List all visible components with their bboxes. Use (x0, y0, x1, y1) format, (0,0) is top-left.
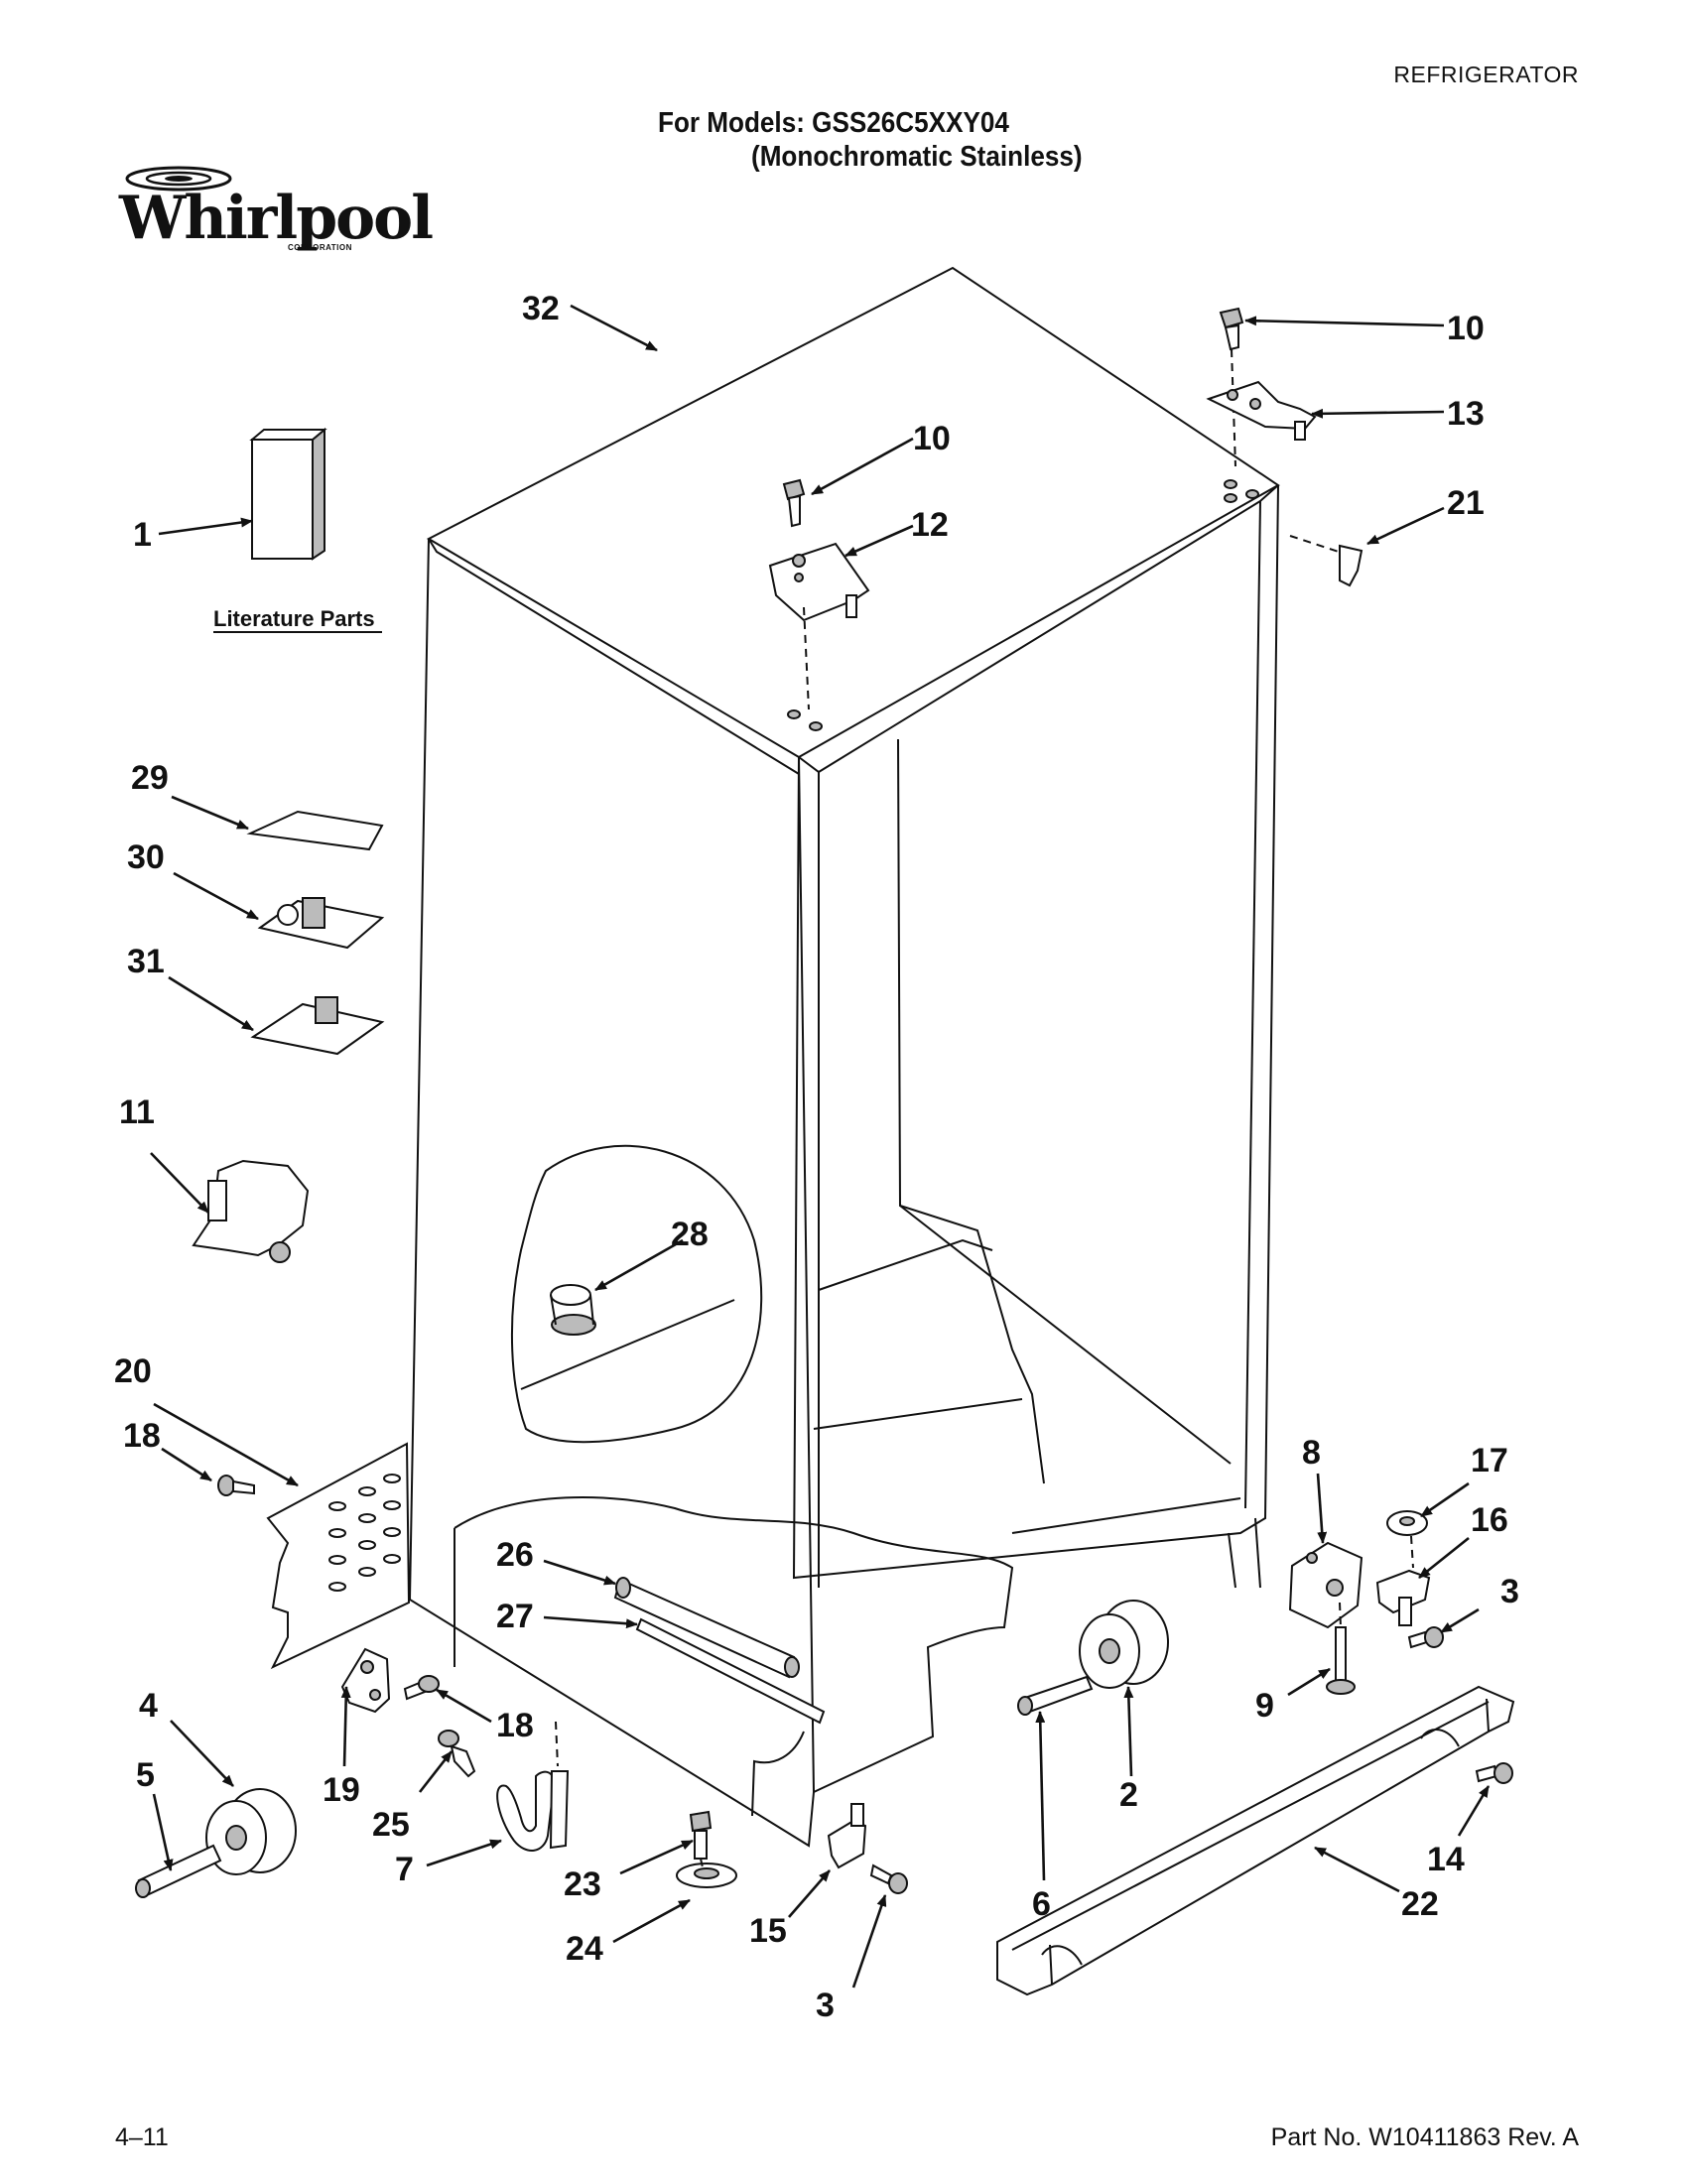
screw-3a (869, 1863, 908, 1894)
axle-5 (135, 1844, 222, 1898)
callout-13: 13 (1447, 395, 1485, 433)
hinge-screw-10b (1219, 307, 1244, 351)
control-board (250, 996, 385, 1056)
page-number: 4–11 (115, 2123, 169, 2151)
hinge-bracket-8 (1288, 1541, 1363, 1629)
callout-4: 4 (139, 1687, 158, 1725)
bracket-15 (827, 1803, 867, 1869)
callout-25: 25 (372, 1806, 410, 1844)
washer-17 (1386, 1510, 1428, 1536)
variant-line: (Monochromatic Stainless) (751, 141, 1083, 173)
callout-31: 31 (127, 943, 165, 980)
callout-24: 24 (566, 1930, 603, 1968)
part-number: Part No. W10411863 Rev. A (1270, 2123, 1579, 2151)
axle-6 (1017, 1675, 1094, 1716)
callout-23: 23 (564, 1865, 601, 1903)
screw-14 (1475, 1762, 1513, 1784)
literature-parts-label: Literature Parts (213, 606, 375, 631)
callout-20: 20 (114, 1352, 152, 1390)
power-board (257, 897, 385, 950)
callout-2: 2 (1119, 1776, 1138, 1814)
drain-tube-7 (496, 1770, 570, 1852)
hinge-16 (1375, 1569, 1431, 1626)
callout-6: 6 (1032, 1885, 1051, 1923)
screw-3b (1407, 1626, 1444, 1649)
callout-9: 9 (1255, 1687, 1274, 1725)
callout-numbers: 32 1 29 30 31 11 20 18 10 12 10 13 21 28… (114, 290, 1519, 2024)
callout-3a: 3 (816, 1987, 835, 2024)
callout-3b: 3 (1500, 1573, 1519, 1610)
cap-21 (1339, 544, 1363, 587)
callout-17: 17 (1471, 1442, 1508, 1479)
callout-18b: 18 (496, 1707, 534, 1744)
callout-19: 19 (323, 1771, 360, 1809)
category-label: REFRIGERATOR (1393, 62, 1579, 87)
screw-25 (438, 1730, 476, 1778)
tube-27 (635, 1617, 826, 1725)
callout-1: 1 (133, 516, 152, 554)
leveler-23 (689, 1810, 713, 1860)
callout-21: 21 (1447, 484, 1485, 522)
callout-22: 22 (1401, 1885, 1439, 1923)
control-cover (246, 810, 384, 851)
callout-11: 11 (119, 1093, 155, 1131)
callout-28: 28 (671, 1216, 709, 1253)
literature-booklet (249, 427, 327, 561)
screw-18a (217, 1475, 255, 1496)
swirl-icon (125, 166, 232, 192)
water-valve (192, 1159, 310, 1263)
callout-30: 30 (127, 838, 165, 876)
logo-wordmark: Whirlpool (119, 184, 434, 253)
rear-access-panel (266, 1442, 411, 1670)
logo-corporation: CORPORATION (288, 243, 352, 252)
callout-27: 27 (496, 1598, 534, 1635)
callout-5: 5 (136, 1756, 155, 1794)
hinge-13 (1206, 380, 1317, 441)
callout-16: 16 (1471, 1501, 1508, 1539)
models-line: For Models: GSS26C5XXY04 (658, 107, 1009, 139)
whirlpool-logo: Whirlpool CORPORATION (119, 164, 434, 263)
tube-26 (613, 1577, 800, 1679)
callout-10a: 10 (913, 420, 951, 457)
drain-grommet (550, 1284, 596, 1336)
callout-32: 32 (522, 290, 560, 327)
screw-18b (403, 1675, 440, 1701)
callout-18a: 18 (123, 1417, 161, 1455)
base-grille-22 (996, 1685, 1515, 1996)
callout-8: 8 (1302, 1434, 1321, 1472)
hinge-12 (768, 542, 870, 622)
callout-12: 12 (911, 506, 949, 544)
callout-29: 29 (131, 759, 169, 797)
hinge-pin-9 (1326, 1626, 1356, 1695)
bracket-19 (340, 1647, 391, 1714)
roller-wheel-2 (1079, 1600, 1169, 1689)
roller-wheel-4 (205, 1788, 297, 1875)
callout-10b: 10 (1447, 310, 1485, 347)
leader-lines (150, 304, 1491, 1989)
leveler-foot-24 (676, 1863, 737, 1888)
hinge-screw-10a (782, 478, 806, 528)
cabinet-32 (408, 266, 1280, 1848)
callout-14: 14 (1427, 1841, 1465, 1878)
callout-26: 26 (496, 1536, 534, 1574)
callout-7: 7 (395, 1851, 414, 1888)
callout-15: 15 (749, 1912, 787, 1950)
